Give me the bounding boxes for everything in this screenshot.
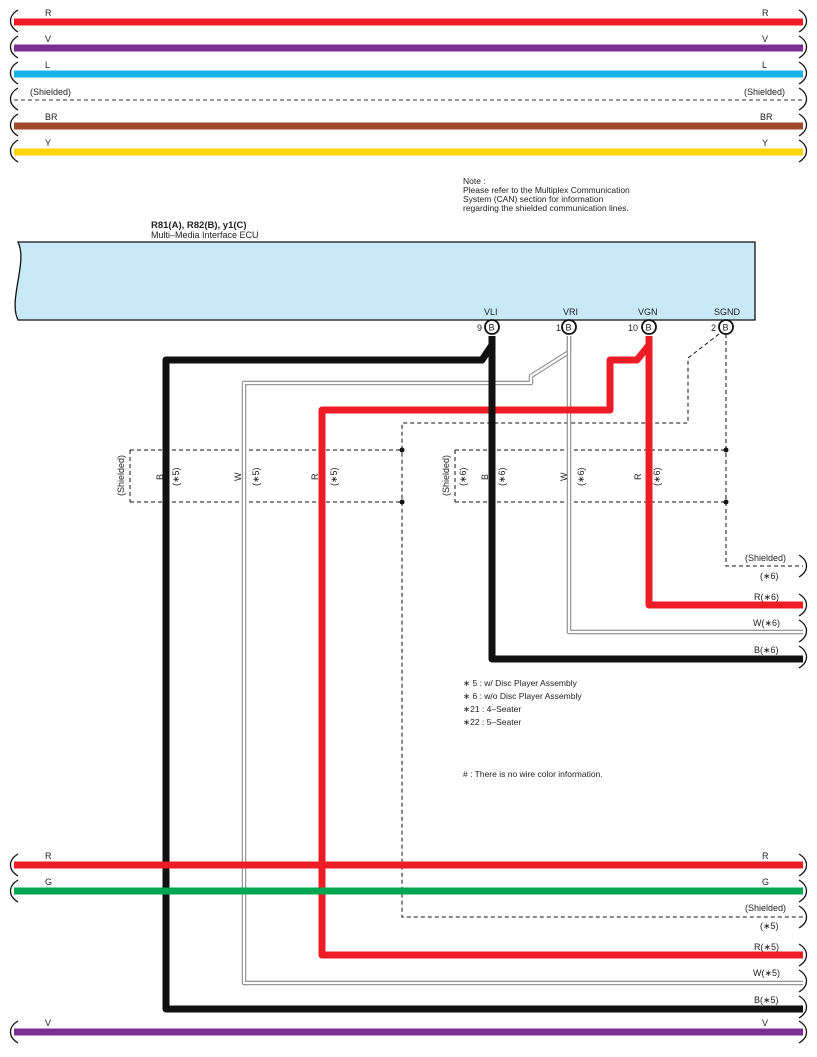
shield-drain-lines <box>401 333 803 918</box>
exit6-shielded: (Shielded) <box>745 553 786 563</box>
top-label-right-r: R <box>762 8 769 18</box>
top-label-left-l: L <box>45 60 50 70</box>
top-label-left-br: BR <box>45 112 58 122</box>
pin-num-vgn: 10 <box>628 323 638 333</box>
group5-w-note: (∗5) <box>251 467 261 486</box>
sgnd-to-group5-drain <box>401 333 803 918</box>
wire-w-6 <box>566 336 803 635</box>
wire-b-5 <box>162 336 803 1013</box>
shield-group-5: (Shielded) B (∗5) W (∗5) R (∗5) <box>116 449 402 503</box>
hash-note: # : There is no wire color information. <box>463 769 603 779</box>
group5-b-note: (∗5) <box>171 467 181 486</box>
exit5-shielded-note: (∗5) <box>760 921 779 931</box>
pin-conn-vri: B <box>566 323 572 333</box>
right-exit-labels-6: (Shielded) (∗6) R(∗6) W(∗6) B(∗6) <box>745 553 786 655</box>
legend: ∗ 5 : w/ Disc Player Assembly ∗ 6 : w/o … <box>463 678 603 779</box>
bottom-left-break-marks <box>9 853 19 1044</box>
group6-r-note: (∗6) <box>652 467 662 486</box>
top-label-right-v: V <box>762 34 768 44</box>
top-bus: R R V V L L (Shielded) (Shielded) BR BR … <box>9 8 808 163</box>
wire-b-6 <box>488 336 803 663</box>
pin-conn-sgnd: B <box>723 323 729 333</box>
pin-name-vri: VRI <box>563 307 578 317</box>
group6-w-color: W <box>559 472 569 481</box>
top-label-left-v: V <box>45 34 51 44</box>
pin-connector-sgnd: B <box>718 319 734 335</box>
group6-r-color: R <box>633 473 643 480</box>
exit5-r: R(∗5) <box>754 942 779 952</box>
top-label-right-shielded: (Shielded) <box>744 87 785 97</box>
ecu-box <box>14 241 756 321</box>
exit6-w: W(∗6) <box>753 618 780 628</box>
note-line-1: Note : <box>463 176 486 186</box>
pin-num-sgnd: 2 <box>711 323 716 333</box>
top-label-left-y: Y <box>45 138 51 148</box>
right-break-marks <box>798 9 808 163</box>
bottom-label-left-g: G <box>45 877 52 887</box>
mid-right-break-marks <box>798 554 808 669</box>
top-label-right-y: Y <box>762 138 768 148</box>
top-label-left-shielded: (Shielded) <box>30 87 71 97</box>
group6-b-note: (∗6) <box>497 467 507 486</box>
group5-b-color: B <box>155 474 165 480</box>
legend-line-1: ∗ 5 : w/ Disc Player Assembly <box>463 678 578 688</box>
top-label-left-r: R <box>45 8 52 18</box>
group5-r-color: R <box>310 473 320 480</box>
pin-connector-vri: B <box>561 319 577 335</box>
legend-line-2: ∗ 6 : w/o Disc Player Assembly <box>463 691 582 701</box>
group6-b-color: B <box>480 474 490 480</box>
note-block: Note : Please refer to the Multiplex Com… <box>463 176 630 213</box>
pin-num-vri: 1 <box>556 323 561 333</box>
pin-conn-vli: B <box>489 323 495 333</box>
wire-r-6 <box>645 336 803 609</box>
bottom-bus <box>9 554 808 1044</box>
legend-line-3: ∗21 : 4–Seater <box>463 704 521 714</box>
pin-connector-vli: B <box>484 319 500 335</box>
note-line-4: regarding the shielded communication lin… <box>463 203 629 213</box>
bottom-labels: R R G G (Shielded) (∗5) R(∗5) W(∗5) B(∗5… <box>45 851 786 1028</box>
top-label-right-br: BR <box>760 112 773 122</box>
pin-conn-vgn: B <box>646 323 652 333</box>
exit6-r: R(∗6) <box>754 592 779 602</box>
pin-name-vgn: VGN <box>638 307 658 317</box>
exit5-b: B(∗5) <box>754 995 779 1005</box>
bottom-label-left-v: V <box>45 1018 51 1028</box>
note-line-2: Please refer to the Multiplex Communicat… <box>463 185 630 195</box>
group5-r-note: (∗5) <box>329 467 339 486</box>
bottom-label-left-r: R <box>45 851 52 861</box>
note-line-3: System (CAN) section for information <box>463 194 604 204</box>
group6-w-note: (∗6) <box>576 467 586 486</box>
exit5-shielded: (Shielded) <box>745 903 786 913</box>
signal-wires <box>162 336 803 1013</box>
pin-name-vli: VLI <box>484 307 498 317</box>
shield-group-6: (Shielded) (∗6) B (∗6) W (∗6) R (∗6) <box>441 449 727 503</box>
exit6-b: B(∗6) <box>754 645 779 655</box>
sgnd-to-group6-drain <box>725 334 803 567</box>
pin-name-sgnd: SGND <box>714 307 741 317</box>
bottom-bus-wires <box>14 861 803 895</box>
top-label-right-l: L <box>762 60 767 70</box>
group5-shield-label: (Shielded) <box>116 455 126 496</box>
bottom-label-right-v: V <box>762 1018 768 1028</box>
bottom-right-break-marks <box>798 853 808 1044</box>
bottom-label-right-g: G <box>762 877 769 887</box>
group6-shield-note: (∗6) <box>458 467 468 486</box>
exit6-shielded-note: (∗6) <box>760 571 779 581</box>
exit5-w: W(∗5) <box>753 968 780 978</box>
group5-w-color: W <box>233 472 243 481</box>
ecu-code: R81(A), R82(B), y1(C) <box>151 220 247 231</box>
legend-line-4: ∗22 : 5–Seater <box>463 717 521 727</box>
ecu-block: R81(A), R82(B), y1(C) Multi–Media Interf… <box>14 220 756 335</box>
shield-junctions <box>399 447 729 505</box>
bottom-label-right-r: R <box>762 851 769 861</box>
pin-num-vli: 9 <box>477 323 482 333</box>
ecu-name: Multi–Media Interface ECU <box>151 230 259 240</box>
pin-connector-vgn: B <box>641 319 657 335</box>
left-break-marks <box>9 9 19 163</box>
group6-shield-label: (Shielded) <box>441 455 451 496</box>
